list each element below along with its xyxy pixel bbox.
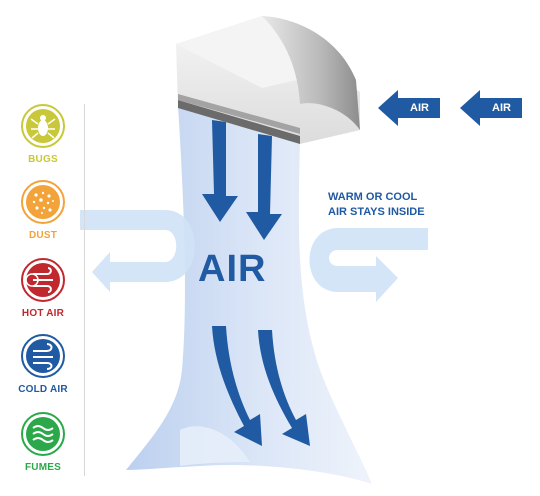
right-return-arrow: [309, 228, 428, 302]
intake-arrow-label-2: AIR: [492, 102, 511, 114]
down-arrows-lower: [212, 326, 310, 446]
cold-air-icon: [21, 334, 65, 378]
side-label-hot-air: HOT AIR: [21, 308, 65, 319]
intake-arrow-1: [378, 90, 440, 126]
fumes-icon: [21, 412, 65, 456]
note-line-1: WARM OR COOL: [328, 191, 418, 203]
side-item-hot-air: HOT AIR: [8, 304, 78, 319]
intake-arrow-label-1-wrap: AIR: [382, 93, 462, 125]
stays-inside-note: WARM OR COOL AIR STAYS INSIDE: [328, 190, 468, 220]
intake-arrow-label-1: AIR: [410, 102, 429, 114]
side-divider: [84, 104, 85, 476]
intake-arrow-label-2-wrap: AIR: [464, 93, 540, 125]
side-label-bugs: BUGS: [28, 154, 58, 165]
side-label-fumes: FUMES: [25, 462, 61, 473]
side-item-cold-air: COLD AIR: [8, 380, 78, 395]
dust-icon: [21, 180, 65, 224]
bug-icon: [21, 104, 65, 148]
intake-arrow-2: [460, 90, 522, 126]
air-curtain-unit: [176, 16, 360, 144]
hot-air-icon: [21, 258, 65, 302]
down-arrows-upper: [202, 120, 282, 240]
air-curtain: [126, 106, 372, 484]
side-label-dust: DUST: [28, 230, 58, 241]
side-label-cold-air: COLD AIR: [18, 384, 68, 395]
left-return-arrow: [80, 210, 195, 292]
side-item-fumes: FUMES: [8, 458, 78, 473]
curtain-air-label: AIR: [198, 248, 267, 290]
side-item-dust: DUST: [8, 226, 78, 241]
note-line-2: AIR STAYS INSIDE: [328, 206, 425, 218]
side-item-bugs: BUGS: [8, 150, 78, 165]
